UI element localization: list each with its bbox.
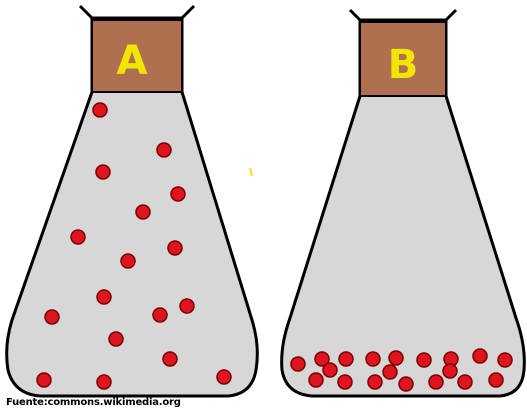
flask-a-particle-4 [171,187,185,201]
flask-b-particle-14 [429,375,443,389]
flask-a-particle-17 [153,308,167,322]
flask-b-particle-5 [389,351,403,365]
source-credit: Fuente:commons.wikimedia.org [6,397,181,408]
stray-mark [250,168,252,176]
flask-b-particle-19 [443,364,457,378]
flask-a-particle-6 [71,230,85,244]
flask-b-particle-17 [323,363,337,377]
flask-a-particle-16 [217,370,231,384]
flask-a-particle-13 [163,352,177,366]
flask-b: B [282,10,525,396]
flask-a: A [7,6,258,396]
flask-b-particle-18 [383,365,397,379]
flask-a-particle-7 [168,241,182,255]
flask-b-particle-11 [338,375,352,389]
flask-a-particle-12 [109,332,123,346]
flask-a-particle-1 [93,103,107,117]
flask-a-particle-14 [37,373,51,387]
flask-b-particle-9 [498,353,512,367]
flask-b-particle-13 [399,377,413,391]
flask-a-particle-2 [157,143,171,157]
flask-b-label: B [388,42,419,88]
flask-b-particle-4 [366,352,380,366]
flask-a-particle-11 [45,310,59,324]
flask-b-particle-3 [339,352,353,366]
flask-a-particle-15 [97,375,111,389]
flask-b-particle-8 [473,349,487,363]
flask-a-particle-8 [121,254,135,268]
flask-a-neck [80,6,194,18]
flask-a-particle-9 [97,290,111,304]
flask-a-particle-5 [136,205,150,219]
flask-b-particle-6 [417,353,431,367]
flask-b-particle-10 [309,373,323,387]
flask-b-particle-1 [291,357,305,371]
flask-a-particle-3 [96,165,110,179]
flask-b-particle-16 [489,373,503,387]
flask-a-label: A [117,38,148,84]
flask-b-particle-15 [458,375,472,389]
flask-b-particle-12 [368,375,382,389]
flask-a-particle-10 [180,299,194,313]
